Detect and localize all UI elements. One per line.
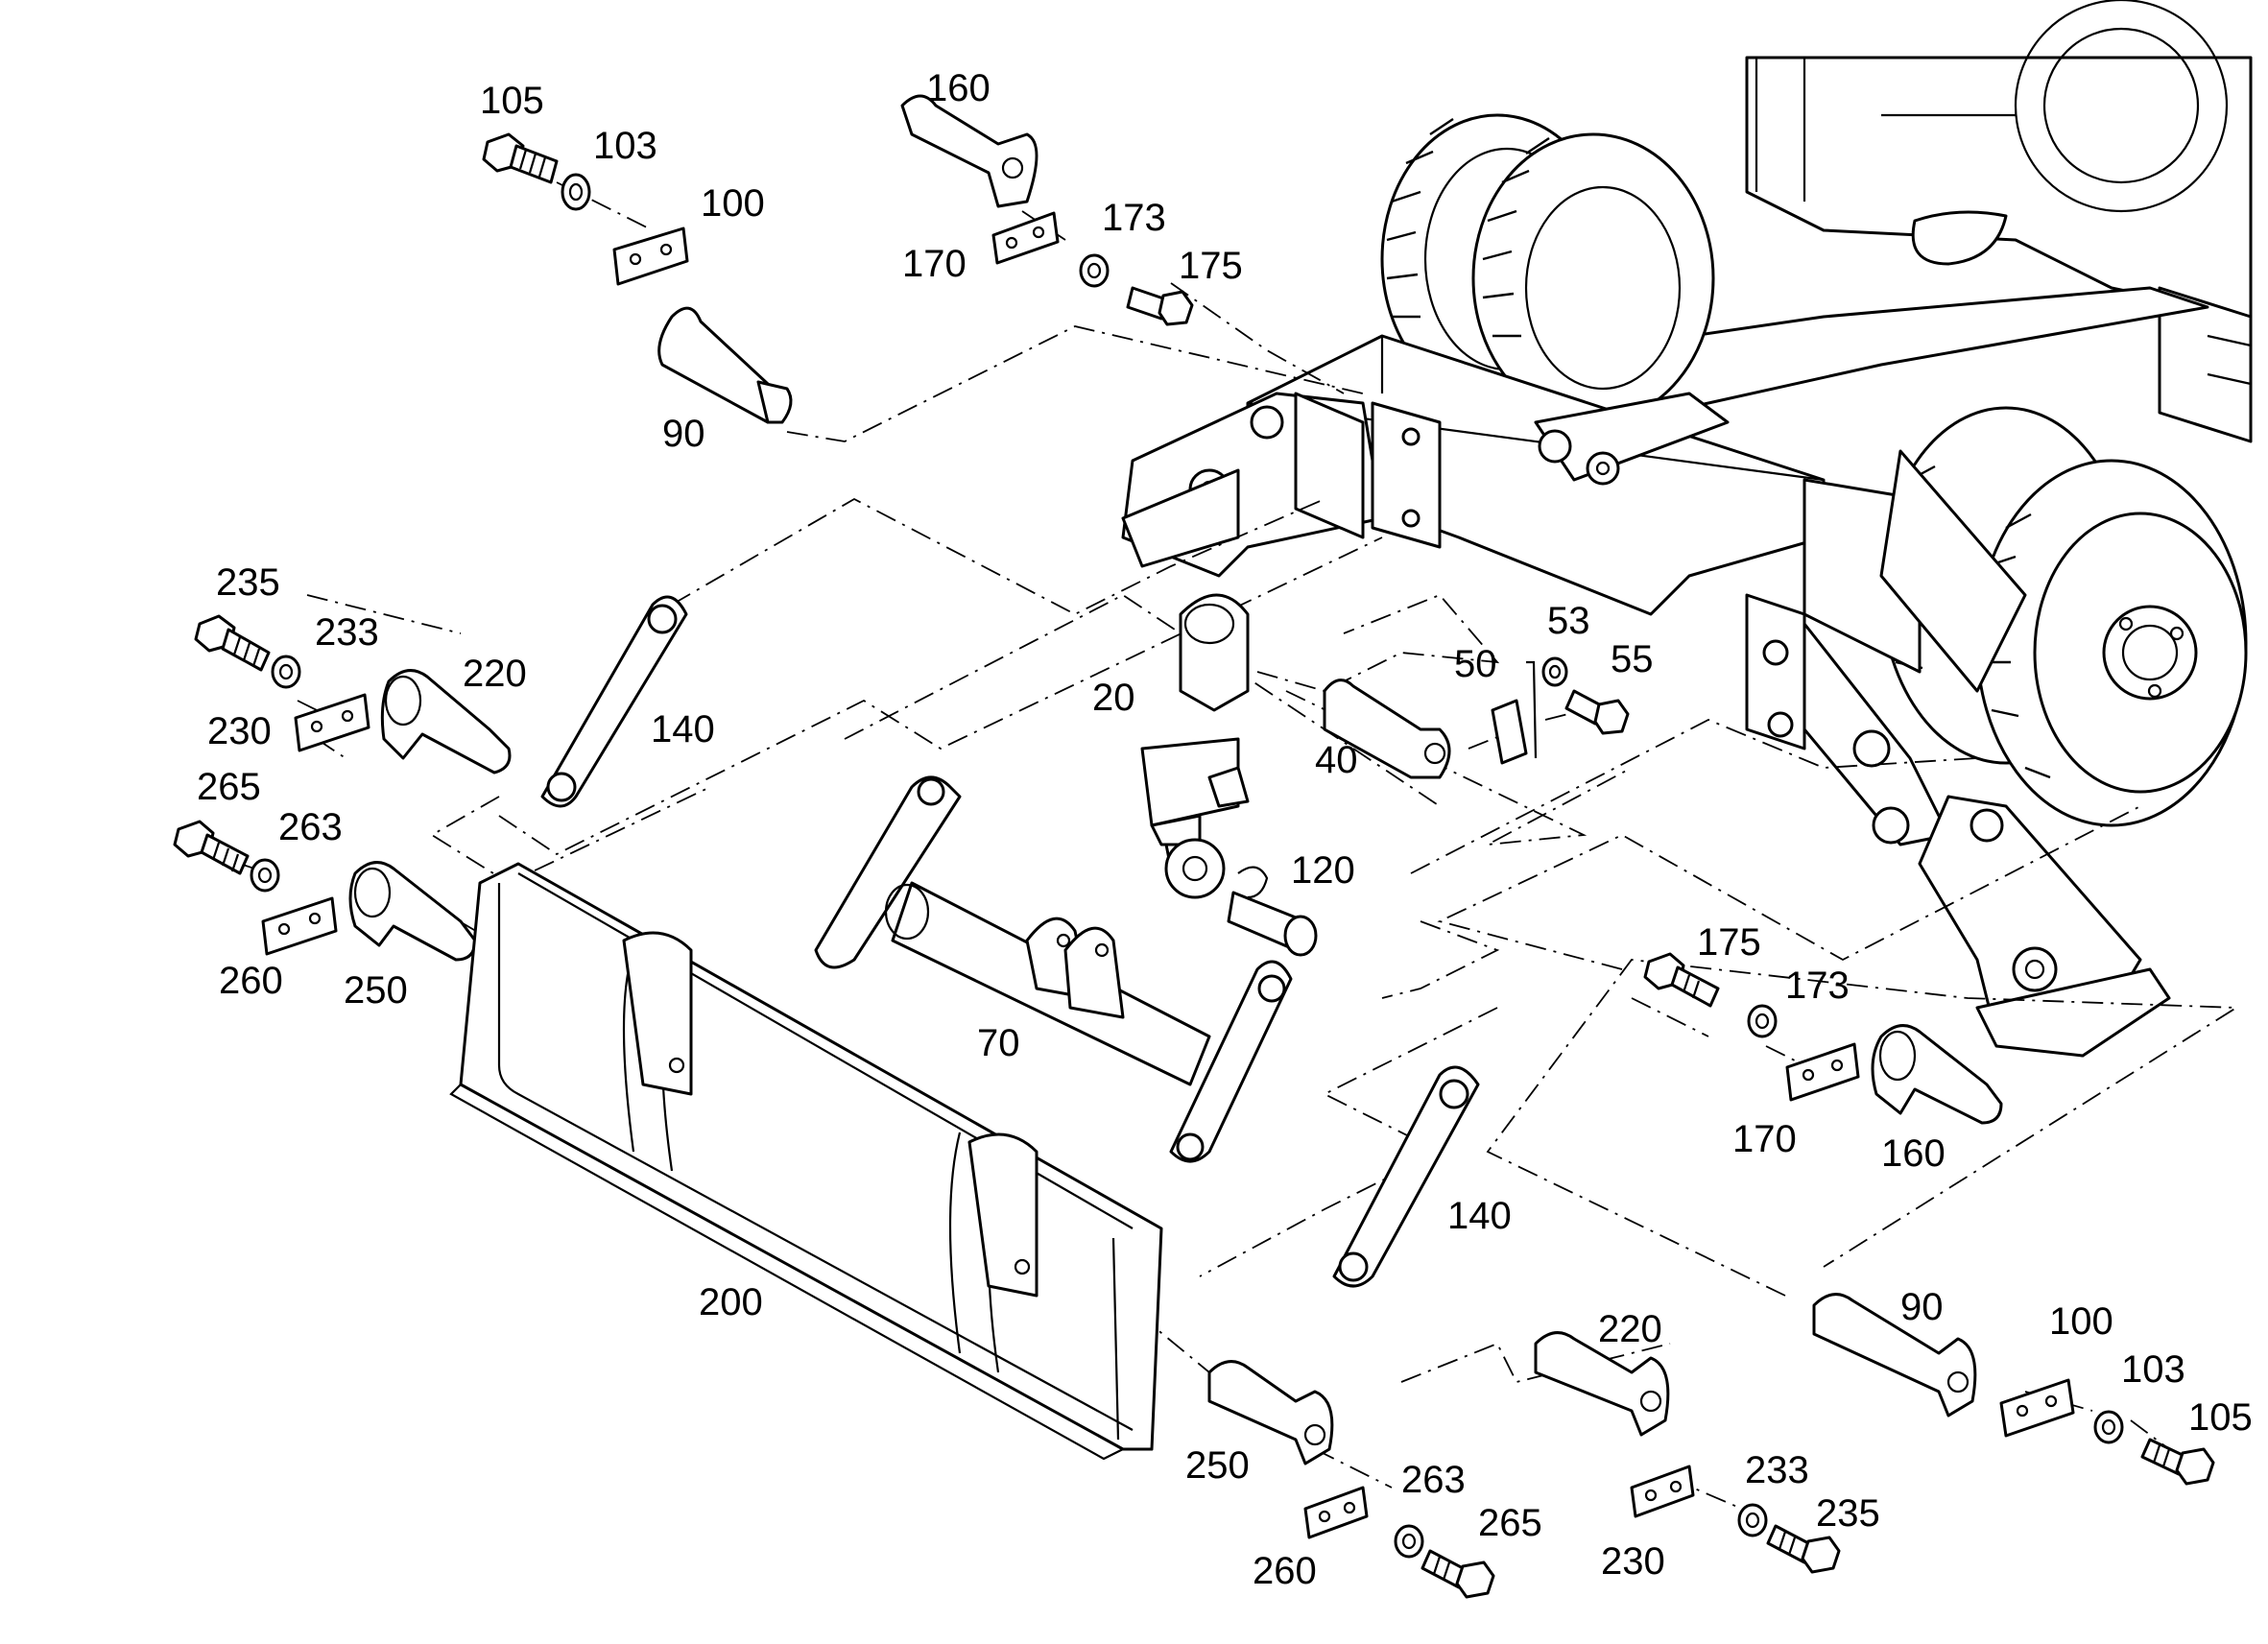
plate-100-a	[612, 226, 689, 286]
callout-220-b: 220	[1598, 1308, 1662, 1350]
callout-250-a: 250	[344, 969, 408, 1012]
left-mount-bracket	[1121, 392, 1442, 578]
link-arm-140-b	[1332, 1065, 1480, 1288]
dozer-blade-200	[449, 862, 1163, 1461]
link-arm-140-a	[540, 595, 688, 808]
plate-260-a	[261, 896, 338, 956]
washer-233-a	[271, 655, 301, 689]
plate-50	[1491, 660, 1538, 765]
callout-175-a: 175	[1179, 245, 1243, 287]
callout-90-a: 90	[662, 413, 705, 455]
bolt-265-b	[1420, 1549, 1495, 1599]
callout-100-b: 100	[2049, 1300, 2113, 1343]
callout-175-b: 175	[1697, 921, 1761, 964]
pin-160-b	[1871, 1024, 2003, 1125]
washer-263-a	[250, 858, 280, 893]
callout-160-a: 160	[926, 67, 991, 109]
cross-tube-70	[814, 775, 1293, 1163]
callout-250-b: 250	[1185, 1444, 1250, 1487]
callout-260-a: 260	[219, 960, 283, 1002]
bolt-105-b	[2140, 1438, 2215, 1486]
callout-265-a: 265	[197, 766, 261, 808]
pin-250-a	[348, 861, 477, 962]
callout-105-b: 105	[2188, 1396, 2253, 1439]
callout-90-b: 90	[1900, 1286, 1944, 1328]
washer-263-b	[1394, 1524, 1424, 1559]
pin-220-b	[1534, 1331, 1670, 1437]
callout-140-b: 140	[1447, 1195, 1512, 1237]
pin-250-b	[1207, 1360, 1334, 1465]
plate-230-b	[1630, 1465, 1695, 1518]
callout-263-a: 263	[278, 806, 343, 848]
bolt-175-a	[1126, 286, 1194, 326]
plate-230-a	[294, 693, 370, 752]
plate-170-a	[991, 211, 1060, 265]
callout-230-b: 230	[1601, 1540, 1665, 1583]
front-tire-inner	[1975, 459, 2248, 827]
callout-55: 55	[1611, 638, 1654, 680]
bolt-175-b	[1643, 952, 1720, 1008]
bolt-235-a	[194, 614, 271, 672]
callout-235-b: 235	[1816, 1492, 1880, 1535]
bolt-55	[1564, 689, 1630, 735]
plate-260-b	[1303, 1486, 1369, 1539]
callout-173-a: 173	[1102, 197, 1166, 239]
callout-170-a: 170	[902, 243, 967, 285]
bolt-235-b	[1766, 1524, 1841, 1574]
callout-70: 70	[977, 1022, 1020, 1064]
washer-103-b	[2093, 1410, 2124, 1444]
plate-170-b	[1785, 1042, 1860, 1102]
callout-20: 20	[1092, 677, 1135, 719]
callout-103-a: 103	[593, 125, 657, 167]
callout-230-a: 230	[207, 710, 272, 752]
callout-160-b: 160	[1881, 1132, 1946, 1175]
callout-labels: 105 103 100 90 160 170 173 175 235 233 2…	[197, 67, 2253, 1592]
washer-53	[1541, 656, 1568, 687]
callout-140-a: 140	[651, 708, 715, 751]
callout-170-b: 170	[1732, 1118, 1797, 1160]
callout-173-b: 173	[1785, 965, 1850, 1007]
pin-220-a	[380, 669, 512, 774]
callout-220-a: 220	[463, 653, 527, 695]
washer-173-b	[1747, 1004, 1778, 1038]
callout-260-b: 260	[1253, 1550, 1317, 1592]
pin-120	[1227, 866, 1318, 957]
callout-233-b: 233	[1745, 1449, 1809, 1491]
washer-173-a	[1079, 253, 1110, 288]
callout-40: 40	[1315, 739, 1358, 781]
right-mount-bracket	[1534, 392, 2171, 1058]
cylinder-20	[1140, 593, 1250, 899]
plate-100-b	[1999, 1378, 2075, 1438]
pin-40	[1323, 679, 1451, 779]
pin-160-a	[900, 94, 1039, 208]
callout-235-a: 235	[216, 561, 280, 604]
callout-100-a: 100	[701, 182, 765, 225]
callout-120: 120	[1291, 849, 1355, 892]
washer-233-b	[1737, 1503, 1768, 1537]
washer-103-a	[561, 173, 591, 211]
callout-200: 200	[699, 1281, 763, 1323]
pin-90-a	[657, 306, 793, 424]
callout-265-b: 265	[1478, 1502, 1542, 1544]
callout-233-a: 233	[315, 611, 379, 654]
bolt-265-a	[173, 820, 250, 875]
callout-50: 50	[1454, 643, 1497, 685]
callout-105-a: 105	[480, 80, 544, 122]
callout-263-b: 263	[1401, 1459, 1466, 1501]
bolt-105-a	[482, 132, 559, 184]
callout-103-b: 103	[2121, 1348, 2185, 1391]
callout-53: 53	[1547, 600, 1590, 642]
pin-90-b	[1812, 1293, 1977, 1418]
